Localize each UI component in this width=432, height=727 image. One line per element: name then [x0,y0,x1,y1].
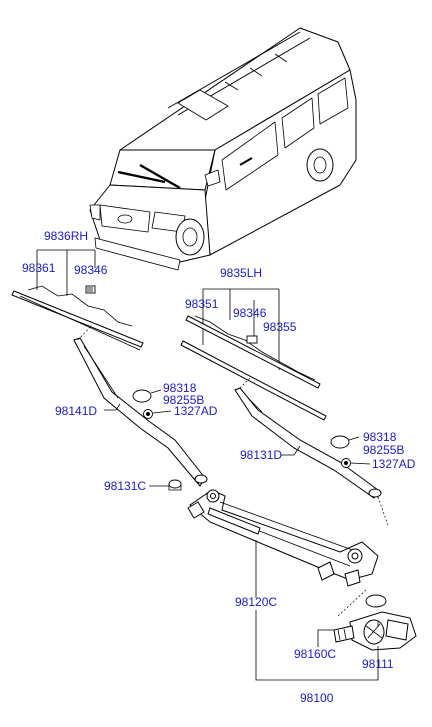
label-rh-blade-assy: 9836RH [44,229,88,243]
rh-wiper-blade [11,290,144,348]
lh-wiper-refill [180,340,327,421]
crank-bushing [365,594,387,608]
label-rh-insert: 98346 [74,263,108,277]
lh-wiper-arm [234,377,389,526]
lh-wiper-blade [185,315,321,389]
rh-insert-clip [85,285,96,294]
rh-blade-group [11,249,144,351]
label-cap-a1: 98318 [163,381,197,395]
label-nut-b: 1327AD [372,457,416,471]
wiper-linkage [187,489,379,587]
van-illustration [89,27,357,271]
arm-cap-a [132,389,152,403]
lh-insert-clip [246,335,258,344]
part-labels: 9836RH 98361 98346 9835LH 98351 98346 98… [22,229,416,705]
label-lh-insert: 98346 [233,306,267,320]
label-motor: 98111 [362,657,394,671]
label-crank: 98160C [294,647,336,661]
label-lh-arm: 98131D [240,448,282,462]
pivot-cap [168,479,182,491]
arm-nut-b [341,458,351,468]
label-lh-blade-assy: 9835LH [220,266,262,280]
label-cap-b1: 98318 [363,430,397,444]
wiper-motor-group [333,589,417,651]
label-lh-blade: 98351 [185,297,219,311]
lh-blade-group [180,288,327,421]
label-rh-blade: 98361 [22,261,56,275]
arm-nut-a [143,409,153,419]
label-cap-a2: 98255B [163,393,204,407]
label-nut-a: 1327AD [174,404,218,418]
label-rh-arm: 98141D [55,404,97,418]
arm-cap-b [330,435,350,449]
label-pivot-cap: 98131C [104,479,146,493]
label-cap-b2: 98255B [363,443,404,457]
label-assy: 98100 [300,691,334,705]
label-lh-refill: 98355 [263,320,297,334]
label-linkage: 98120C [235,595,277,609]
rh-wiper-arm [73,324,208,487]
leader-lines [104,389,379,681]
